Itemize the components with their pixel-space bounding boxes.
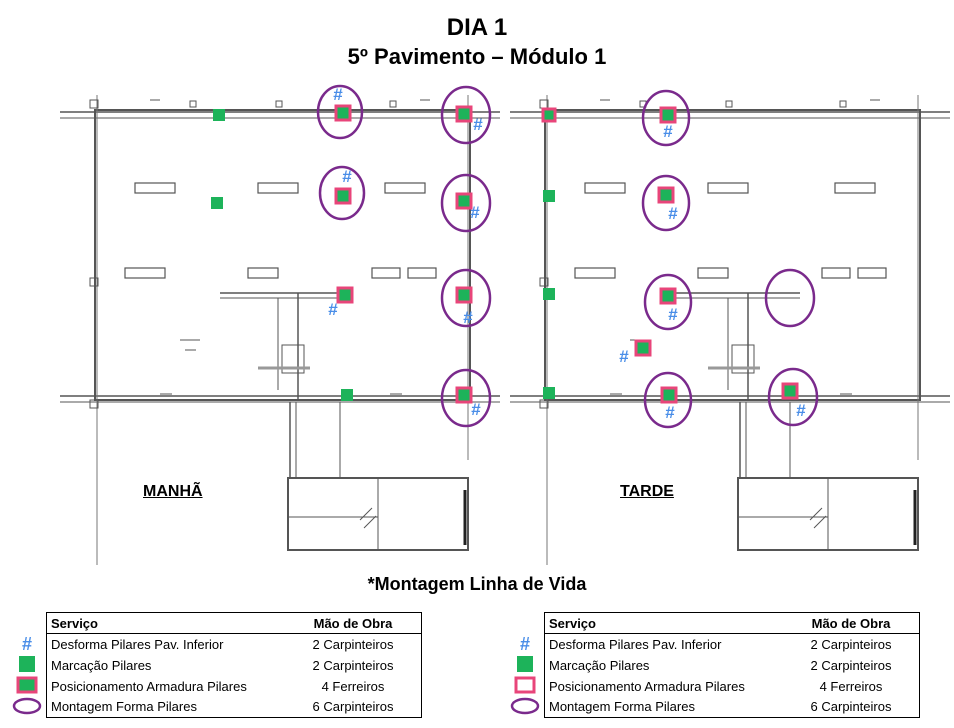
legend-row: Marcação Pilares 2 Carpinteiros bbox=[506, 654, 920, 676]
hash-icon bbox=[668, 305, 679, 324]
green-square-icon bbox=[543, 190, 555, 202]
hash-icon bbox=[663, 122, 674, 141]
legend-labor: 6 Carpinteiros bbox=[783, 696, 920, 718]
hash-icon bbox=[473, 115, 484, 134]
legend-service: Marcação Pilares bbox=[46, 654, 285, 676]
legend-service: Desforma Pilares Pav. Inferior bbox=[544, 633, 783, 655]
pink-framed-green-square-icon bbox=[781, 382, 799, 400]
hash-icon bbox=[328, 300, 339, 319]
hash-icon bbox=[463, 308, 474, 327]
hash-icon bbox=[796, 401, 807, 420]
legend-row: Montagem Forma Pilares 6 Carpinteiros bbox=[8, 696, 422, 718]
purple-ellipse-icon bbox=[510, 697, 540, 714]
legend-labor: 4 Ferreiros bbox=[285, 675, 422, 697]
pink-framed-green-square-icon bbox=[659, 287, 677, 305]
green-square-icon bbox=[543, 288, 555, 300]
purple-ellipse-icon bbox=[318, 165, 366, 221]
purple-ellipse-icon bbox=[440, 85, 492, 145]
legend-labor: 2 Carpinteiros bbox=[783, 633, 920, 655]
legend-header-service: Serviço bbox=[46, 612, 285, 634]
green-square-icon bbox=[213, 109, 225, 121]
pink-framed-green-square-icon bbox=[660, 386, 678, 404]
footnote: *Montagem Linha de Vida bbox=[367, 574, 587, 594]
pink-framed-green-square-icon bbox=[16, 676, 38, 693]
pink-framed-green-square-icon bbox=[455, 286, 473, 304]
legend-row: Posicionamento Armadura Pilares 4 Ferrei… bbox=[8, 675, 422, 697]
purple-ellipse-icon bbox=[440, 173, 492, 233]
hash-icon bbox=[619, 347, 630, 366]
legend-service: Posicionamento Armadura Pilares bbox=[544, 675, 783, 697]
pink-framed-green-square-icon bbox=[634, 339, 652, 357]
floor-plans-drawing: # bbox=[58, 84, 952, 567]
legend-service: Montagem Forma Pilares bbox=[544, 696, 783, 718]
pink-framed-green-square-icon bbox=[659, 106, 677, 124]
hash-icon bbox=[333, 85, 344, 104]
legend-service: Posicionamento Armadura Pilares bbox=[46, 675, 285, 697]
pink-framed-green-square-icon bbox=[336, 286, 354, 304]
pink-framed-green-square-icon bbox=[334, 104, 352, 122]
pink-square-outline-icon bbox=[514, 676, 536, 693]
legend-row: # Desforma Pilares Pav. Inferior 2 Carpi… bbox=[8, 633, 422, 655]
plan-label-manha: MANHÃ bbox=[143, 483, 203, 500]
green-square-icon bbox=[19, 655, 35, 672]
purple-ellipse-icon bbox=[440, 368, 492, 428]
page-subtitle: 5º Pavimento – Módulo 1 bbox=[347, 44, 607, 69]
legend-labor: 6 Carpinteiros bbox=[285, 696, 422, 718]
legend-labor: 2 Carpinteiros bbox=[285, 633, 422, 655]
purple-ellipse-icon bbox=[641, 89, 691, 147]
purple-ellipse-icon bbox=[643, 273, 693, 331]
hash-icon bbox=[342, 167, 353, 186]
legend-header-service: Serviço bbox=[544, 612, 783, 634]
green-square-icon bbox=[517, 655, 533, 672]
purple-ellipse-icon bbox=[764, 268, 816, 328]
legend-service: Marcação Pilares bbox=[544, 654, 783, 676]
legend-labor: 2 Carpinteiros bbox=[783, 654, 920, 676]
green-square-icon bbox=[543, 387, 555, 399]
purple-ellipse-icon bbox=[767, 367, 819, 427]
legend-table-morning: Serviço Mão de Obra # Desforma Pilares P… bbox=[8, 612, 422, 718]
legend-labor: 2 Carpinteiros bbox=[285, 654, 422, 676]
legend-row: # Desforma Pilares Pav. Inferior 2 Carpi… bbox=[506, 633, 920, 655]
hash-icon bbox=[668, 204, 679, 223]
pink-framed-green-square-icon bbox=[455, 386, 473, 404]
hash-icon: # bbox=[519, 633, 530, 654]
pink-framed-green-square-icon bbox=[541, 107, 557, 123]
green-square-icon bbox=[341, 389, 353, 401]
legend-row: Posicionamento Armadura Pilares 4 Ferrei… bbox=[506, 675, 920, 697]
purple-ellipse-icon bbox=[643, 371, 693, 429]
purple-ellipse-icon bbox=[12, 697, 42, 714]
purple-ellipse-icon bbox=[641, 174, 691, 232]
plan-label-tarde: TARDE bbox=[620, 483, 674, 500]
pink-framed-green-square-icon bbox=[455, 192, 473, 210]
legend-table-afternoon: Serviço Mão de Obra # Desforma Pilares P… bbox=[506, 612, 920, 718]
legend-labor: 4 Ferreiros bbox=[783, 675, 920, 697]
legend-header-labor: Mão de Obra bbox=[783, 612, 920, 634]
hash-icon bbox=[665, 403, 676, 422]
hash-icon bbox=[470, 203, 481, 222]
green-square-icon bbox=[211, 197, 223, 209]
pink-framed-green-square-icon bbox=[334, 187, 352, 205]
legend-service: Desforma Pilares Pav. Inferior bbox=[46, 633, 285, 655]
pink-framed-green-square-icon bbox=[455, 105, 473, 123]
page-title: DIA 1 bbox=[446, 14, 508, 41]
legend-header-labor: Mão de Obra bbox=[285, 612, 422, 634]
plan-tarde bbox=[508, 89, 952, 567]
pink-framed-green-square-icon bbox=[657, 186, 675, 204]
hash-icon: # bbox=[21, 633, 32, 654]
hash-icon bbox=[471, 400, 482, 419]
legend-row: Marcação Pilares 2 Carpinteiros bbox=[8, 654, 422, 676]
legend-row: Montagem Forma Pilares 6 Carpinteiros bbox=[506, 696, 920, 718]
plan-manha bbox=[58, 84, 502, 567]
legend-service: Montagem Forma Pilares bbox=[46, 696, 285, 718]
